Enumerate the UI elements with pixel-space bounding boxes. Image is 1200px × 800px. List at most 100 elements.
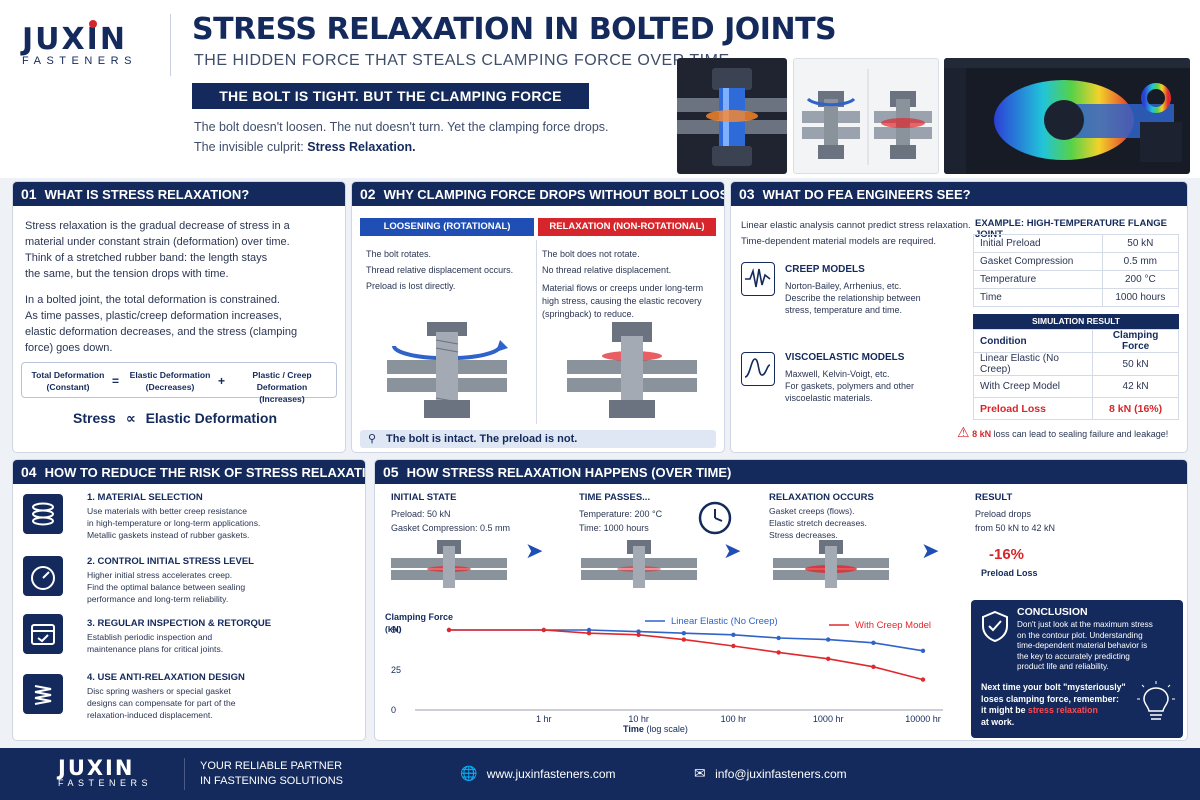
bolt-comparison-image	[793, 58, 939, 174]
data-point	[871, 664, 876, 669]
data-point	[586, 631, 592, 636]
s4-item-2: 2. CONTROL INITIAL STRESS LEVEL Higher i…	[87, 556, 254, 604]
disc-spring-icon	[23, 674, 63, 714]
relaxation-label: RELAXATION (NON-ROTATIONAL)	[538, 218, 716, 236]
data-point	[731, 643, 736, 649]
visco-text: Maxwell, Kelvin-Voigt, etc.For gaskets, …	[785, 369, 915, 403]
brand-logo[interactable]: JUXIN FASTENERS	[22, 22, 137, 67]
header: JUXIN FASTENERS STRESS RELAXATION IN BOL…	[0, 0, 1200, 178]
result-label: Preload Loss	[981, 568, 1038, 578]
gauge-icon	[23, 556, 63, 596]
data-point	[586, 627, 592, 633]
footer-logo[interactable]: JUXIN FASTENERS	[58, 756, 153, 788]
intro-line-2: The invisible culprit: Stress Relaxation…	[194, 140, 416, 154]
s4-item-4: 4. USE ANTI-RELAXATION DESIGN Disc sprin…	[87, 672, 245, 720]
s3-intro: Linear elastic analysis cannot predict s…	[741, 220, 971, 247]
logo-divider	[170, 14, 171, 76]
page-subtitle: THE HIDDEN FORCE THAT STEALS CLAMPING FO…	[194, 52, 730, 69]
deformation-equation: Total Deformation(Constant) = Elastic De…	[21, 362, 337, 404]
data-point	[920, 648, 926, 653]
clock-icon	[698, 501, 732, 535]
page-title: STRESS RELAXATION IN BOLTED JOINTS	[192, 12, 837, 47]
x-axis-label: Time (log scale)	[623, 724, 688, 734]
data-point	[636, 629, 641, 634]
legend-label: With Creep Model	[855, 620, 931, 631]
brand-sub: FASTENERS	[22, 55, 137, 67]
s1-paragraph-2: In a bolted joint, the total deformation…	[25, 294, 298, 354]
spring-coil-icon	[23, 494, 63, 534]
y-tick-label: 0	[391, 705, 396, 715]
creep-text: Norton-Bailey, Arrhenius, etc.Describe t…	[785, 281, 921, 315]
stage-relaxation: RELAXATION OCCURS Gasket creeps (flows).…	[769, 492, 874, 540]
conclusion-cta: Next time your bolt "mysteriously"loses …	[981, 682, 1126, 727]
calendar-check-icon	[23, 614, 63, 654]
arrow-right-icon: ➤	[525, 538, 544, 563]
s4-item-1: 1. MATERIAL SELECTION Use materials with…	[87, 492, 261, 540]
data-point	[776, 635, 781, 641]
x-tick-label: 1000 hr	[813, 714, 844, 724]
loosening-label: LOOSENING (ROTATIONAL)	[360, 218, 534, 236]
data-point	[731, 632, 736, 637]
lightbulb-icon	[1137, 681, 1175, 720]
x-tick-label: 100 hr	[721, 714, 747, 724]
creep-wave-icon	[741, 262, 775, 296]
s1-paragraph-1: Stress relaxation is the gradual decreas…	[25, 220, 290, 280]
table-row: Linear Elastic (No Creep)50 kN	[972, 352, 1179, 376]
stage-2-bolt	[581, 540, 697, 588]
legend-label: Linear Elastic (No Creep)	[671, 616, 778, 627]
data-point	[871, 640, 876, 645]
sim-title: SIMULATION RESULT	[973, 314, 1179, 329]
relaxing-bolt-illustration	[567, 322, 697, 418]
x-tick-label: 1 hr	[536, 714, 552, 724]
rotating-bolt-illustration	[387, 322, 508, 418]
viscoelastic-curve-icon	[741, 352, 775, 386]
globe-icon: 🌐	[460, 765, 478, 781]
series-line-1	[449, 629, 924, 681]
y-tick-label: 25	[391, 665, 401, 675]
data-point	[681, 631, 687, 636]
mail-icon: ✉	[694, 765, 706, 781]
website-link[interactable]: 🌐 www.juxinfasteners.com	[460, 765, 616, 781]
fea-contour-image	[944, 58, 1190, 174]
arrow-right-icon: ➤	[723, 538, 742, 563]
data-point	[446, 627, 452, 633]
data-point	[826, 637, 831, 642]
stage-1-bolt	[391, 540, 507, 588]
loss-warning: ⚠ 8 kN loss can lead to sealing failure …	[957, 424, 1169, 440]
data-point	[776, 650, 781, 655]
series-line-0	[449, 629, 924, 652]
s4-item-3: 3. REGULAR INSPECTION & RETORQUE Establi…	[87, 618, 272, 654]
conclusion-box: CONCLUSION Don't just look at the maximu…	[971, 600, 1183, 738]
arrow-right-icon: ➤	[921, 538, 940, 563]
data-point	[636, 632, 641, 637]
email-link[interactable]: ✉ info@juxinfasteners.com	[694, 765, 847, 781]
y-axis-label: Clamping Force	[385, 612, 453, 622]
brand-wordmark: JUXIN	[22, 22, 127, 57]
creep-title: CREEP MODELS	[785, 264, 865, 275]
visco-title: VISCOELASTIC MODELS	[785, 352, 905, 363]
x-tick-label: 10000 hr	[905, 714, 941, 724]
stage-3-bolt	[773, 540, 889, 588]
